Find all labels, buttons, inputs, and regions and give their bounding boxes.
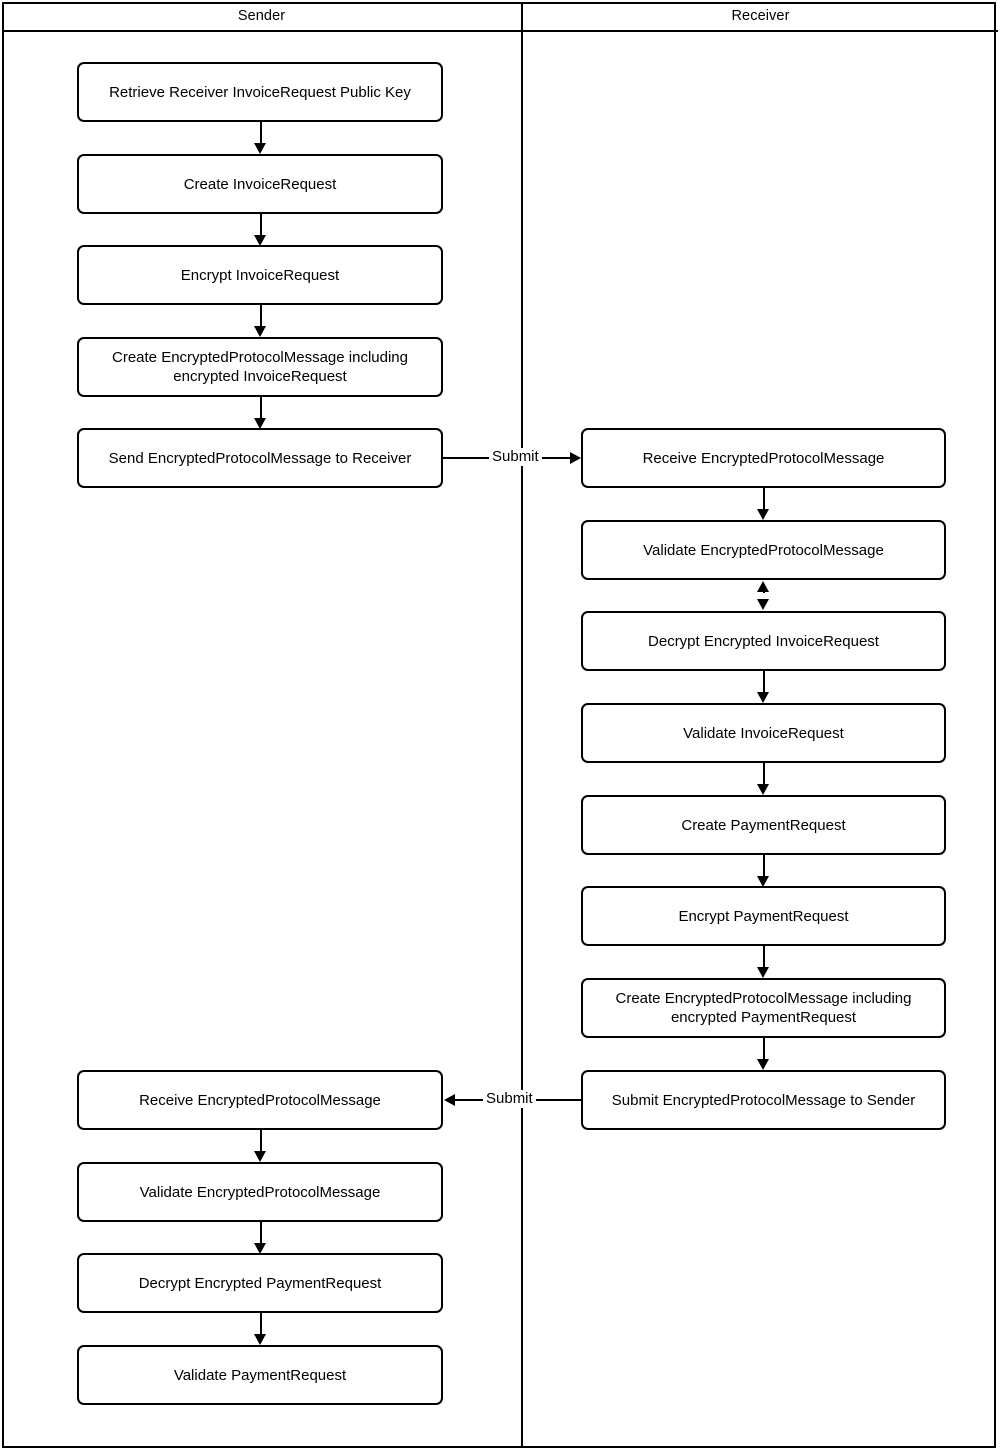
arrowhead-s7-s8 xyxy=(254,1243,266,1254)
arrowhead-submit-to-sender xyxy=(444,1094,455,1106)
node-decrypt-encrypted-paymentrequest[interactable]: Decrypt Encrypted PaymentRequest xyxy=(77,1253,443,1313)
connector-r4-r5 xyxy=(763,763,765,784)
arrowhead-s2-s3 xyxy=(254,235,266,246)
connector-s3-s4 xyxy=(260,305,262,326)
node-decrypt-encrypted-invoicerequest[interactable]: Decrypt Encrypted InvoiceRequest xyxy=(581,611,946,671)
node-validate-encryptedprotocolmessage-sender[interactable]: Validate EncryptedProtocolMessage xyxy=(77,1162,443,1222)
connector-r2-r3 xyxy=(763,590,765,593)
arrowhead-r3-to-r2 xyxy=(757,581,769,592)
node-label: Validate PaymentRequest xyxy=(173,1366,347,1384)
node-label: Submit EncryptedProtocolMessage to Sende… xyxy=(611,1091,916,1109)
connector-r6-r7 xyxy=(763,946,765,967)
connector-s6-s7 xyxy=(260,1130,262,1151)
node-label: Validate EncryptedProtocolMessage xyxy=(139,1183,381,1201)
edge-label-submit-to-sender: Submit xyxy=(483,1090,536,1108)
arrowhead-r2-to-r3 xyxy=(757,599,769,610)
connector-r1-r2 xyxy=(763,488,765,509)
arrowhead-r7-r8 xyxy=(757,1059,769,1070)
node-submit-encryptedprotocolmessage-to-sender[interactable]: Submit EncryptedProtocolMessage to Sende… xyxy=(581,1070,946,1130)
node-retrieve-receiver-invoicerequest-public-key[interactable]: Retrieve Receiver InvoiceRequest Public … xyxy=(77,62,443,122)
arrowhead-s6-s7 xyxy=(254,1151,266,1162)
node-validate-invoicerequest[interactable]: Validate InvoiceRequest xyxy=(581,703,946,763)
arrowhead-r3-r4 xyxy=(757,692,769,703)
node-label: Decrypt Encrypted InvoiceRequest xyxy=(648,632,879,650)
connector-s2-s3 xyxy=(260,214,262,235)
arrowhead-r1-r2 xyxy=(757,509,769,520)
node-encrypt-invoicerequest[interactable]: Encrypt InvoiceRequest xyxy=(77,245,443,305)
connector-s7-s8 xyxy=(260,1222,262,1243)
lane-title-receiver: Receiver xyxy=(731,8,790,24)
node-label: Receive EncryptedProtocolMessage xyxy=(642,449,885,467)
node-label: Create PaymentRequest xyxy=(681,816,846,834)
arrowhead-s4-s5 xyxy=(254,418,266,429)
arrowhead-s8-s9 xyxy=(254,1334,266,1345)
connector-r7-r8 xyxy=(763,1038,765,1059)
node-validate-paymentrequest[interactable]: Validate PaymentRequest xyxy=(77,1345,443,1405)
arrowhead-r6-r7 xyxy=(757,967,769,978)
node-label: Create EncryptedProtocolMessage includin… xyxy=(112,349,408,385)
node-create-paymentrequest[interactable]: Create PaymentRequest xyxy=(581,795,946,855)
connector-s8-s9 xyxy=(260,1313,262,1334)
node-label: Encrypt PaymentRequest xyxy=(678,907,849,925)
node-receive-encryptedprotocolmessage-sender[interactable]: Receive EncryptedProtocolMessage xyxy=(77,1070,443,1130)
node-send-encryptedprotocolmessage-to-receiver[interactable]: Send EncryptedProtocolMessage to Receive… xyxy=(77,428,443,488)
lane-header-divider xyxy=(2,30,998,32)
arrowhead-submit-to-receiver xyxy=(570,452,581,464)
connector-r5-r6 xyxy=(763,855,765,876)
node-label: Decrypt Encrypted PaymentRequest xyxy=(138,1274,382,1292)
edge-label-submit-to-receiver: Submit xyxy=(489,448,542,466)
node-label: Receive EncryptedProtocolMessage xyxy=(139,1091,381,1109)
node-validate-encryptedprotocolmessage-receiver[interactable]: Validate EncryptedProtocolMessage xyxy=(581,520,946,580)
lane-title-sender: Sender xyxy=(237,8,286,24)
node-label: Create EncryptedProtocolMessage includin… xyxy=(615,990,912,1026)
node-encrypt-paymentrequest[interactable]: Encrypt PaymentRequest xyxy=(581,886,946,946)
connector-r3-r4 xyxy=(763,671,765,692)
node-label: Encrypt InvoiceRequest xyxy=(180,266,340,284)
arrowhead-r5-r6 xyxy=(757,876,769,887)
connector-s4-s5 xyxy=(260,397,262,418)
node-label: Send EncryptedProtocolMessage to Receive… xyxy=(108,449,412,467)
lane-vertical-divider xyxy=(521,2,523,1448)
node-receive-encryptedprotocolmessage-receiver[interactable]: Receive EncryptedProtocolMessage xyxy=(581,428,946,488)
arrowhead-s3-s4 xyxy=(254,326,266,337)
node-label: Validate EncryptedProtocolMessage xyxy=(643,541,884,559)
node-create-encryptedprotocolmessage-paymentrequest[interactable]: Create EncryptedProtocolMessage includin… xyxy=(581,978,946,1038)
node-label: Create InvoiceRequest xyxy=(183,175,337,193)
connector-s1-s2 xyxy=(260,122,262,143)
node-create-encryptedprotocolmessage-invoicerequest[interactable]: Create EncryptedProtocolMessage includin… xyxy=(77,337,443,397)
node-label: Retrieve Receiver InvoiceRequest Public … xyxy=(109,83,411,101)
arrowhead-r4-r5 xyxy=(757,784,769,795)
node-create-invoicerequest[interactable]: Create InvoiceRequest xyxy=(77,154,443,214)
node-label: Validate InvoiceRequest xyxy=(683,724,844,742)
arrowhead-s1-s2 xyxy=(254,143,266,154)
